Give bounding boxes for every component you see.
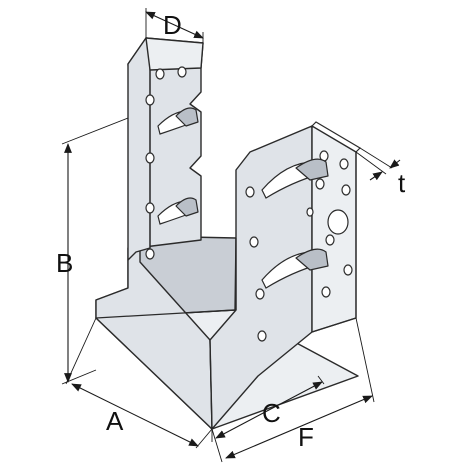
nail-hole [257,330,267,342]
dimension-d-label: D [163,10,182,40]
dimension-d: D [145,8,204,43]
nail-hole [321,286,331,298]
right-side-flange [209,125,313,430]
dimension-c-label: C [262,398,281,428]
dimension-a-label: A [106,406,124,436]
nail-hole [325,234,335,246]
left-upper-tab [145,37,204,71]
prong [295,158,329,181]
dimension-t-label: t [398,168,406,198]
dimension-f-label: F [298,422,314,452]
nail-hole [306,207,314,217]
nail-hole [341,184,351,196]
nail-hole [343,264,353,276]
dimension-a: A [65,317,213,449]
left-flange-face [127,37,151,261]
nail-hole [255,288,265,300]
nail-hole [145,202,155,214]
nail-hole [177,66,187,78]
nail-hole [145,94,155,106]
prong [175,107,199,127]
dimension-b: B [56,117,129,385]
nail-hole [339,158,349,170]
hanger-bracket [95,37,361,430]
dimension-b-label: B [56,248,73,278]
prong [175,197,199,217]
dimension-f: F [211,317,375,463]
right-flange-edge [311,121,361,153]
nail-hole [145,152,155,164]
nail-hole [245,186,255,198]
nail-hole [155,68,165,80]
left-side-flange [95,37,213,430]
bolt-hole [327,209,349,235]
dimension-t: t [355,147,406,198]
nail-hole [249,236,259,248]
nail-hole [145,248,155,260]
nail-hole [315,178,325,190]
prong [295,248,329,271]
